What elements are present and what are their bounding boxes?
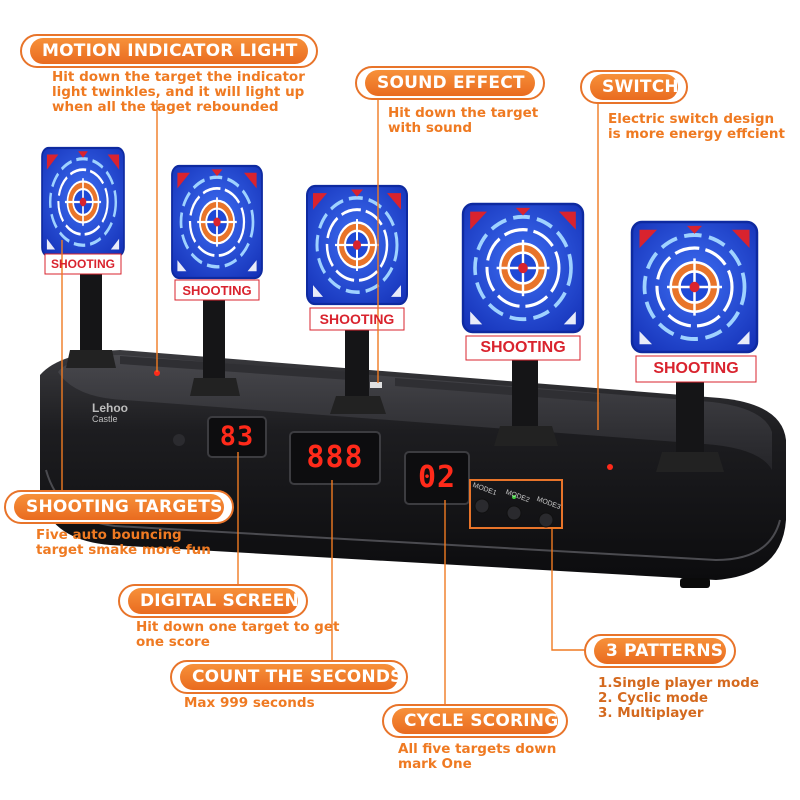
count-seconds-title: COUNT THE SECONDS xyxy=(180,664,402,690)
target-label-1: SHOOTING xyxy=(50,257,115,271)
three-patterns-desc: 1.Single player mode 2. Cyclic mode 3. M… xyxy=(598,676,759,721)
desc-line: light twinkles, and it will light up xyxy=(52,84,305,100)
desc-line: Hit down the target xyxy=(388,105,539,121)
shooting-targets-title: SHOOTING TARGETS xyxy=(14,494,224,520)
sound-effect-desc: Hit down the target with sound xyxy=(388,106,538,136)
cycle-scoring-title: CYCLE SCORING xyxy=(392,708,558,734)
count-seconds-desc: Max 999 seconds xyxy=(184,696,315,711)
motion-indicator-light-pill: MOTION INDICATOR LIGHT xyxy=(20,34,318,68)
sound-effect-title: SOUND EFFECT xyxy=(365,70,535,96)
desc-line: one score xyxy=(136,634,210,650)
target-label-3: SHOOTING xyxy=(319,311,395,327)
desc-line: mark One xyxy=(398,756,472,772)
desc-line: Max 999 seconds xyxy=(184,695,315,711)
led-display-middle: 888 xyxy=(306,440,364,475)
desc-line: Hit down the target the indicator xyxy=(52,69,305,85)
motion-indicator-light-desc: Hit down the target the indicator light … xyxy=(52,70,305,115)
target-label-2: SHOOTING xyxy=(182,283,252,298)
desc-line: 1.Single player mode xyxy=(598,675,760,691)
cycle-scoring-pill: CYCLE SCORING xyxy=(382,704,568,738)
cycle-scoring-desc: All five targets down mark One xyxy=(398,742,556,772)
brand-logo: Lehoo Castle xyxy=(92,402,128,424)
desc-line: when all the taget rebounded xyxy=(52,99,279,115)
desc-line: 2. Cyclic mode xyxy=(598,690,709,706)
led-display-left: 83 xyxy=(219,421,255,452)
motion-indicator-light-title: MOTION INDICATOR LIGHT xyxy=(30,38,308,64)
shooting-targets-desc: Five auto bouncing target smake more fun xyxy=(36,528,211,558)
desc-line: is more energy effcient xyxy=(608,126,785,142)
switch-desc: Electric switch design is more energy ef… xyxy=(608,112,785,142)
target-label-4: SHOOTING xyxy=(480,339,566,356)
led-display-right: 02 xyxy=(417,460,457,495)
desc-line: Hit down one target to get xyxy=(136,619,340,635)
desc-line: Electric switch design xyxy=(608,111,775,127)
brand-name: Lehoo xyxy=(92,401,128,415)
shooting-targets-pill: SHOOTING TARGETS xyxy=(4,490,234,524)
digital-screen-title: DIGITAL SCREEN xyxy=(128,588,299,614)
target-label-5: SHOOTING xyxy=(653,360,739,377)
desc-line: Five auto bouncing xyxy=(36,527,182,543)
sound-effect-pill: SOUND EFFECT xyxy=(355,66,545,100)
digital-screen-pill: DIGITAL SCREEN xyxy=(118,584,308,618)
three-patterns-title: 3 PATTERNS xyxy=(594,638,726,664)
desc-line: with sound xyxy=(388,120,473,136)
desc-line: target smake more fun xyxy=(36,542,211,558)
switch-title: SWITCH xyxy=(590,74,679,100)
desc-line: All five targets down xyxy=(398,741,557,757)
three-patterns-pill: 3 PATTERNS xyxy=(584,634,736,668)
brand-subname: Castle xyxy=(92,414,118,424)
switch-pill: SWITCH xyxy=(580,70,688,104)
count-seconds-pill: COUNT THE SECONDS xyxy=(170,660,408,694)
desc-line: 3. Multiplayer xyxy=(598,705,704,721)
digital-screen-desc: Hit down one target to get one score xyxy=(136,620,339,650)
